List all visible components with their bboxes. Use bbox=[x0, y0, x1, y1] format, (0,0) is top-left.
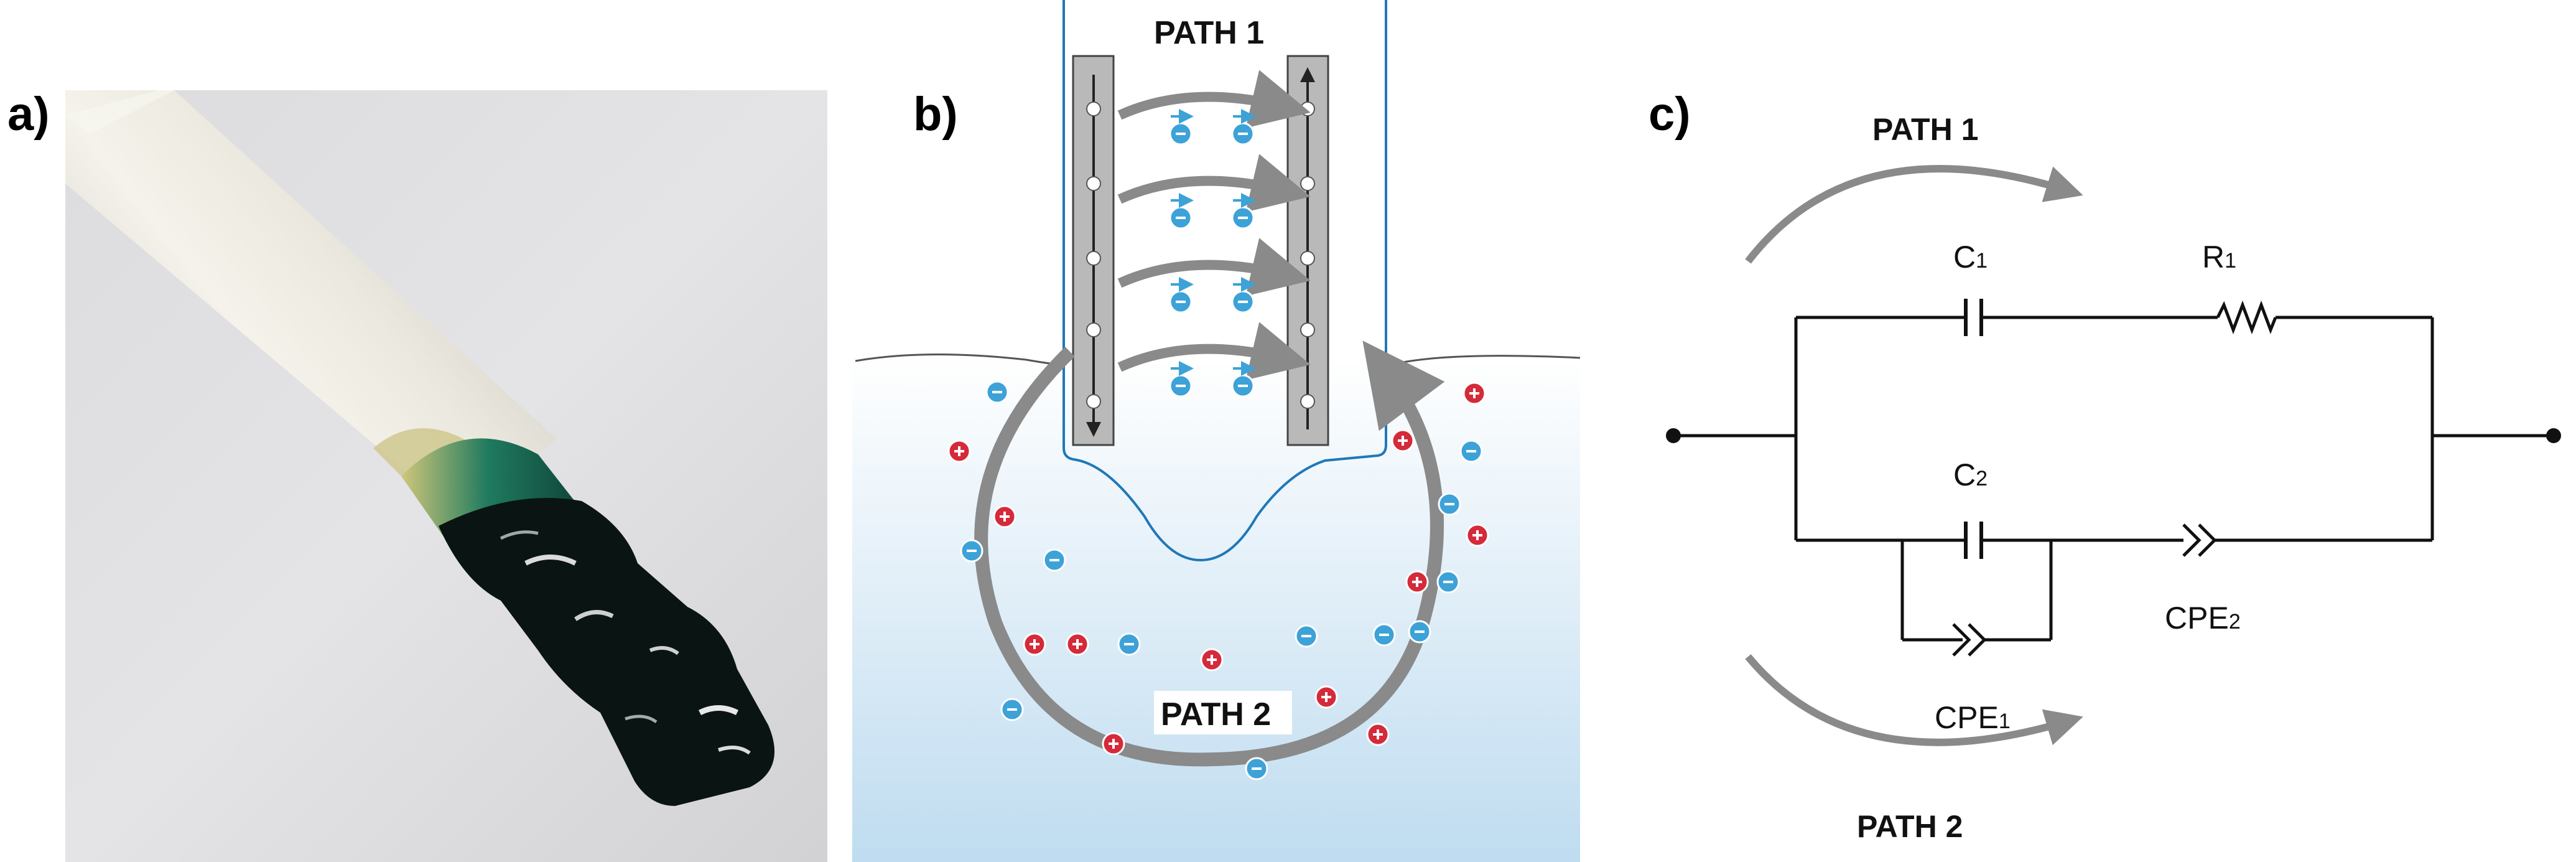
anion-icon bbox=[1245, 757, 1268, 780]
anion-icon bbox=[1169, 122, 1193, 146]
path2-arc-arrow bbox=[1745, 654, 2083, 746]
surface-charge-icon bbox=[1300, 251, 1315, 266]
cation-icon bbox=[1391, 429, 1415, 452]
cpe2-symbol-a bbox=[2182, 523, 2202, 557]
cation-icon bbox=[993, 505, 1016, 528]
anion-icon bbox=[1169, 290, 1193, 314]
cation-icon bbox=[1314, 685, 1338, 709]
anion-icon bbox=[1169, 374, 1193, 398]
surface-charge-icon bbox=[1086, 394, 1101, 409]
electrode-schematic: PATH 1 PATH 2 bbox=[852, 0, 1581, 862]
surface-charge-icon bbox=[1300, 394, 1315, 409]
surface-charge-icon bbox=[1086, 101, 1101, 116]
anion-icon bbox=[1436, 570, 1460, 594]
cpe1-symbol-b bbox=[1968, 623, 1987, 657]
anion-icon bbox=[1372, 623, 1396, 647]
cation-icon bbox=[1066, 632, 1089, 656]
anion-icon bbox=[1169, 206, 1193, 230]
anion-icon bbox=[1231, 206, 1255, 230]
path1-conduction-arrow bbox=[1117, 154, 1311, 212]
anion-icon bbox=[1438, 492, 1461, 516]
c2-label: C2 bbox=[1953, 457, 1988, 492]
surface-charge-icon bbox=[1300, 322, 1315, 337]
path2-label: PATH 2 bbox=[1161, 696, 1271, 733]
photo-coated-tube bbox=[65, 90, 827, 862]
anion-icon bbox=[1231, 122, 1255, 146]
path2-loop-arrow bbox=[974, 340, 1445, 767]
cation-icon bbox=[1405, 570, 1429, 594]
path1-label: PATH 1 bbox=[1154, 15, 1264, 51]
anion-icon bbox=[1043, 548, 1066, 572]
anion-icon bbox=[1117, 632, 1141, 656]
r1-resistor bbox=[2216, 300, 2277, 335]
r1-label: R1 bbox=[2202, 240, 2236, 274]
anion-icon bbox=[1231, 290, 1255, 314]
cpe2-symbol-b bbox=[2198, 523, 2217, 557]
anion-icon bbox=[1231, 374, 1255, 398]
surface-charge-icon bbox=[1300, 101, 1315, 116]
path1-label: PATH 1 bbox=[1872, 112, 1978, 147]
anion-icon bbox=[1000, 698, 1024, 721]
panel-label-a: a) bbox=[7, 88, 50, 141]
cation-icon bbox=[1466, 523, 1489, 547]
panel-label-c: c) bbox=[1648, 88, 1691, 141]
tube-outline bbox=[1062, 0, 1387, 562]
cpe2-label: CPE2 bbox=[2165, 601, 2241, 635]
surface-charge-icon bbox=[1086, 176, 1101, 191]
cation-icon bbox=[1102, 732, 1125, 756]
surface-charge-icon bbox=[1086, 322, 1101, 337]
electrolyte-liquid bbox=[852, 355, 1580, 862]
equivalent-circuit: PATH 1 C1 R1 C2 CPE2 CPE1 PATH 2 bbox=[1666, 112, 2561, 844]
path2-label: PATH 2 bbox=[1857, 809, 1963, 844]
path1-conduction-arrow bbox=[1117, 322, 1311, 380]
anion-icon bbox=[1408, 620, 1431, 644]
anion-icon bbox=[1459, 439, 1483, 463]
cpe1-label: CPE1 bbox=[1935, 700, 2011, 735]
anion-icon bbox=[960, 539, 983, 563]
cation-icon bbox=[947, 439, 971, 463]
surface-charge-icon bbox=[1300, 176, 1315, 191]
cation-icon bbox=[1366, 723, 1390, 746]
surface-charge-icon bbox=[1086, 251, 1101, 266]
anion-icon bbox=[985, 380, 1009, 404]
panel-label-b: b) bbox=[913, 88, 958, 141]
anion-icon bbox=[1295, 624, 1318, 648]
cpe1-symbol-a bbox=[1952, 623, 1971, 657]
cation-icon bbox=[1200, 648, 1224, 672]
path1-arc-arrow bbox=[1745, 165, 2083, 264]
path1-conduction-arrow bbox=[1117, 70, 1311, 128]
cation-icon bbox=[1462, 382, 1486, 405]
path1-conduction-arrow bbox=[1117, 238, 1311, 296]
cation-icon bbox=[1023, 632, 1046, 656]
c1-label: C1 bbox=[1953, 240, 1988, 274]
